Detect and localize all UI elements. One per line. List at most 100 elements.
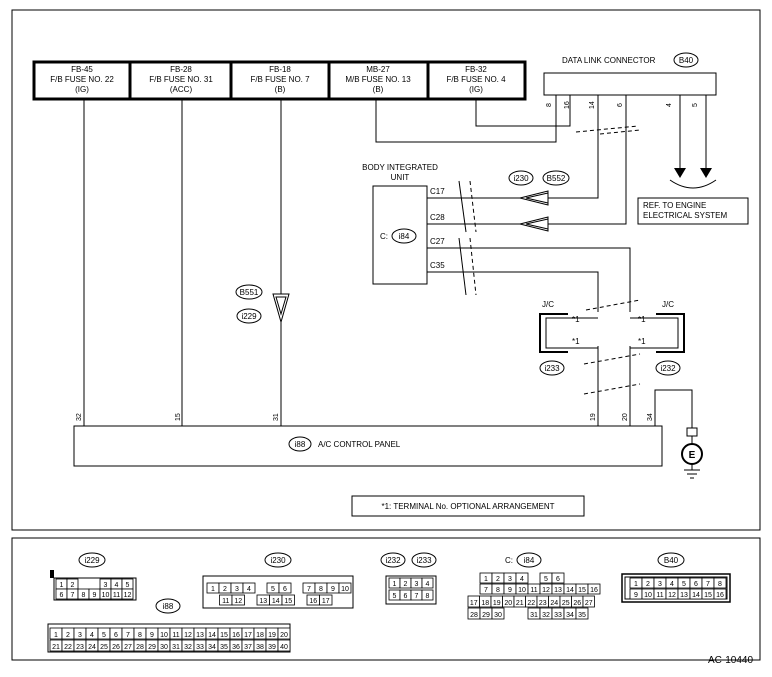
pin-number: 3 [658,581,662,588]
jc-right-pin-1: *1 [638,315,646,324]
wires [83,95,707,428]
pin-number: 34 [566,612,574,619]
ac-pin-32: 32 [76,413,83,421]
pin-number: 29 [148,644,156,651]
pin-number: 8 [496,587,500,594]
dlc-code-oval [673,52,699,68]
fuse-3-line-2: F/B FUSE NO. 7 [250,75,310,84]
pin-cell [575,607,589,620]
ground-symbol: E [681,427,703,479]
dlc-pin-6: 6 [617,103,624,107]
ac-pin-19: 19 [590,413,597,421]
pin-number: 8 [319,586,323,593]
fuse-box-3: FB-18 F/B FUSE NO. 7 (B) [229,60,331,101]
fuse-2-line-3: (ACC) [170,85,193,94]
fuse-5-line-1: FB-32 [465,65,487,74]
pin-cell [551,572,565,584]
pin-number: 35 [220,644,228,651]
pin-number: 5 [126,582,130,589]
terminal-c17: C17 [430,187,445,196]
pin-number: 31 [172,644,180,651]
fuse-2-line-1: FB-28 [170,65,192,74]
diagram-frame [11,9,761,531]
pin-cell [421,589,434,601]
jc-i233: J/C *1 *1 i233 [539,300,598,376]
pin-number: 23 [539,600,547,607]
pin-cell [713,588,727,600]
dlc-pin-4: 4 [666,103,673,107]
pin-number: 1 [60,582,64,589]
pin-number: 17 [244,632,252,639]
connector-b40-code: B40 [664,556,679,565]
terminal-c35: C35 [430,261,445,270]
jc-right-code: i232 [660,364,676,373]
body-unit-line-1: BODY INTEGRATED [362,163,438,172]
pin-cell [231,594,245,606]
pin-cell [242,582,256,594]
pin-number: 30 [160,644,168,651]
fuse-box-2: FB-28 F/B FUSE NO. 31 (ACC) [128,60,233,101]
pin-cell [277,627,291,640]
pin-number: 25 [100,644,108,651]
connector-i84-prefix: C: [505,556,513,565]
connector-i84-code: i84 [524,556,535,565]
pin-number: 8 [426,593,430,600]
pin-cell [515,572,529,584]
dlc-pin-8: 8 [546,103,553,107]
pin-number: 12 [184,632,192,639]
dlc-pin-5: 5 [692,103,699,107]
pin-number: 4 [115,582,119,589]
pin-number: 6 [556,576,560,583]
pin-number: 40 [280,644,288,651]
pin-number: 7 [307,586,311,593]
pin-cell [582,595,595,608]
connector-i229-code: i229 [84,556,100,565]
pin-number: 2 [71,582,75,589]
pin-number: 11 [113,592,120,599]
pin-number: 2 [404,581,408,588]
pin-number: 1 [211,586,215,593]
pin-number: 5 [102,632,106,639]
pin-number: 7 [415,593,419,600]
pin-number: 37 [244,644,252,651]
pin-number: 24 [550,600,558,607]
pin-number: 6 [694,581,698,588]
pin-number: 12 [124,592,132,599]
engine-ref-line-1: REF. TO ENGINE [643,201,706,210]
pin-cell [338,582,352,594]
pin-number: 9 [634,592,638,599]
pin-number: 17 [322,598,330,605]
pin-number: 19 [268,632,276,639]
pin-number: 9 [93,592,97,599]
pin-cell [277,639,291,652]
ac-pin-20: 20 [622,413,629,421]
engine-ref-box [637,197,749,225]
pin-number: 21 [52,644,60,651]
pin-number: 7 [71,592,75,599]
terminal-c27: C27 [430,237,445,246]
pin-number: 4 [670,581,674,588]
pin-number: 11 [172,632,179,639]
fuse-box-1: FB-45 F/B FUSE NO. 22 (IG) [32,60,132,101]
pin-number: 31 [530,612,538,619]
figure-code: AC-10440 [708,655,753,666]
pin-number: 5 [682,581,686,588]
pin-number: 15 [704,592,712,599]
pin-number: 33 [196,644,204,651]
ac-pin-15: 15 [175,413,182,421]
pin-number: 4 [426,581,430,588]
pin-number: 29 [482,612,490,619]
fuse-4-line-1: MB-27 [366,65,390,74]
pin-number: 22 [527,600,535,607]
ac-panel-label: A/C CONTROL PANEL [318,440,401,449]
terminal-c28: C28 [430,213,445,222]
pin-number: 39 [268,644,276,651]
pin-number: 6 [114,632,118,639]
pin-number: 10 [102,592,110,599]
pin-number: 15 [220,632,228,639]
pin-number: 2 [223,586,227,593]
fuse-2-line-2: F/B FUSE NO. 31 [149,75,213,84]
pin-number: 20 [280,632,288,639]
dlc-code: B40 [679,56,694,65]
fuse-1-line-1: FB-45 [71,65,93,74]
